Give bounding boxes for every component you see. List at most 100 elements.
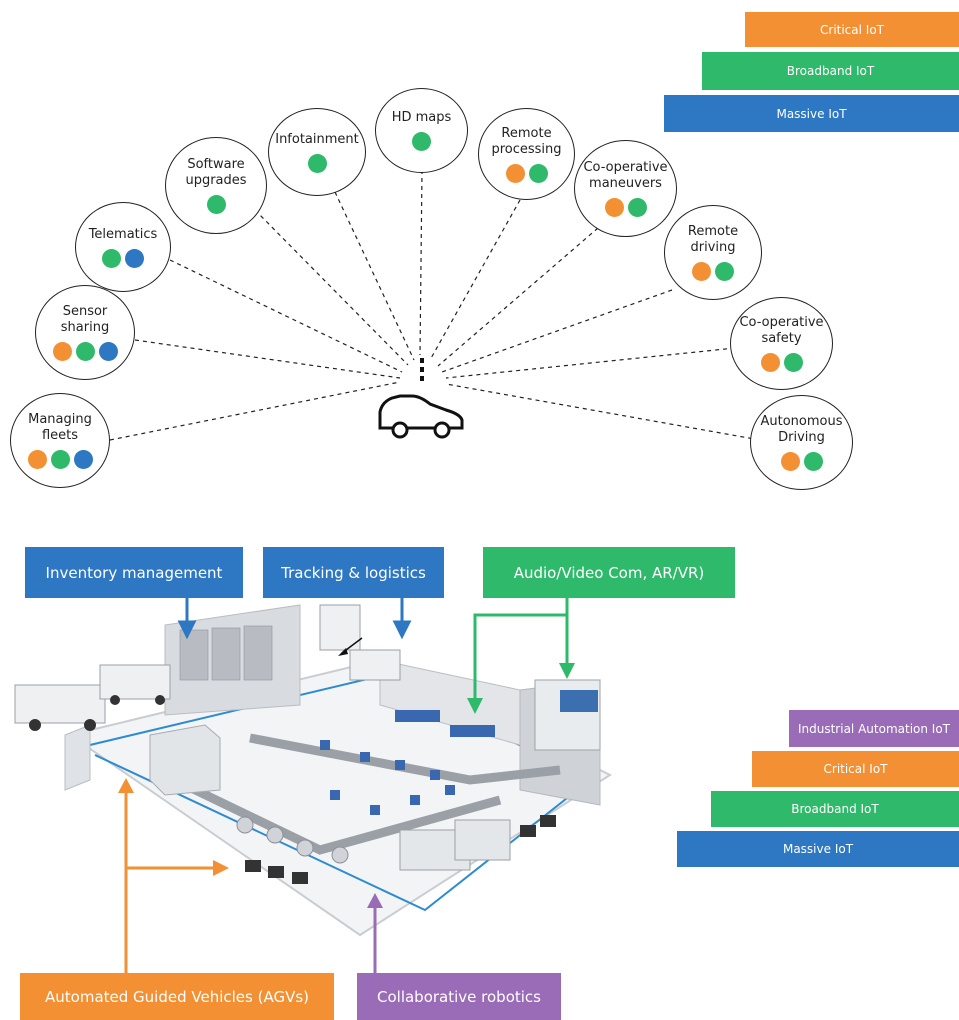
agv-vehicles [245, 815, 556, 884]
use-case-label: Remote processing [491, 125, 562, 157]
truck-back [319, 604, 401, 681]
purple-arrowhead [367, 893, 383, 908]
iot-indicators [52, 342, 118, 361]
truck-middle [99, 664, 171, 705]
broadband-iot-dot [715, 262, 734, 281]
conveyor-lower [183, 780, 502, 855]
green-arrowhead-right [559, 663, 575, 679]
use-case-label: Software upgrades [185, 157, 247, 188]
green-arrows [473, 598, 569, 700]
broadband-iot-dot [783, 353, 803, 372]
broadband-iot-dot [803, 452, 823, 471]
use-case-remote-driving: Remote driving [664, 205, 762, 300]
line-managing-fleets [109, 381, 401, 441]
iot-indicators [27, 450, 93, 469]
critical-iot-dot [604, 198, 624, 217]
small-building [149, 724, 221, 796]
orange-arrowhead-right [213, 860, 229, 876]
use-case-label: Telematics [88, 226, 158, 242]
line-autonomous-driving [445, 383, 761, 441]
line-cooperative-safety [445, 347, 736, 379]
callout-tracking-logistics: Tracking & logistics [263, 547, 444, 598]
pointer-arrow-head [338, 648, 348, 656]
control-screen [560, 690, 598, 712]
use-case-label: Infotainment [275, 131, 359, 147]
use-case-infotainment: Infotainment [268, 108, 366, 196]
use-case-label: HD maps [391, 110, 452, 125]
use-case-label: Co-operative safety [739, 315, 824, 346]
green-arrowhead-left [467, 698, 483, 714]
callout-agv: Automated Guided Vehicles (AGVs) [20, 973, 334, 1020]
line-hd-maps [419, 169, 423, 356]
use-case-cooperative-maneuvers: Co-operative maneuvers [574, 140, 677, 237]
broadband-iot-dot [627, 198, 647, 217]
blue-shelving [395, 710, 495, 737]
use-case-label: Autonomous Driving [760, 414, 843, 445]
use-case-label: Managing fleets [28, 412, 92, 443]
massive-iot-dot [98, 342, 118, 361]
line-cooperative-maneuvers [437, 227, 599, 367]
orange-arrows [124, 790, 215, 973]
use-case-label: Remote driving [687, 224, 739, 255]
iot-indicators [604, 198, 647, 217]
broadband-iot-dot [50, 450, 70, 469]
truck-left [14, 684, 106, 731]
critical-iot-dot [505, 163, 525, 183]
use-case-hd-maps: HD maps [375, 88, 468, 173]
line-remote-processing [429, 199, 521, 361]
broadband-iot-dot [528, 163, 548, 183]
critical-iot-dot [780, 452, 800, 471]
broadband-iot-dot [102, 248, 121, 268]
callout-inventory-management: Inventory management [25, 547, 243, 598]
use-case-label: Co-operative maneuvers [583, 160, 668, 191]
blue-arrows [177, 598, 412, 640]
legend-critical-iot-bottom: Critical IoT [752, 751, 959, 787]
bins [320, 740, 455, 815]
iot-indicators [505, 163, 548, 183]
critical-iot-dot [52, 342, 72, 361]
use-case-telematics: Telematics [75, 202, 171, 292]
robot-arms [236, 816, 349, 864]
broadband-iot-dot [412, 132, 431, 151]
critical-iot-dot [760, 353, 780, 372]
line-telematics [169, 259, 403, 373]
massive-iot-dot [73, 450, 93, 469]
massive-iot-dot [125, 248, 144, 268]
iot-indicators [307, 153, 327, 173]
critical-iot-dot [27, 450, 47, 469]
legend-broadband-iot-bottom: Broadband IoT [711, 791, 959, 827]
line-remote-driving [441, 289, 673, 373]
car-icon [378, 394, 464, 439]
use-case-autonomous-driving: Autonomous Driving [750, 395, 853, 490]
orange-arrowhead-up [118, 778, 134, 793]
use-case-cooperative-safety: Co-operative safety [730, 297, 833, 390]
connector-lines [109, 169, 761, 441]
legend-critical-iot: Critical IoT [745, 12, 959, 47]
left-wall [64, 724, 91, 791]
legend-massive-iot-bottom: Massive IoT [677, 831, 959, 867]
use-case-sensor-sharing: Sensor sharing [35, 285, 135, 380]
iot-indicators [692, 262, 734, 281]
broadband-iot-dot [307, 153, 327, 173]
line-infotainment [334, 191, 415, 361]
iot-indicators [760, 353, 803, 372]
iot-indicators [102, 248, 144, 268]
vertical-dots-icon [420, 358, 424, 381]
iot-indicators [412, 132, 431, 151]
iot-indicators [780, 452, 823, 471]
iot-indicators [206, 195, 226, 214]
callout-audio-video: Audio/Video Com, AR/VR) [483, 547, 735, 598]
callout-collaborative-robotics: Collaborative robotics [357, 973, 561, 1020]
storage-racks [179, 625, 273, 681]
use-case-remote-processing: Remote processing [478, 108, 575, 200]
use-case-managing-fleets: Managing fleets [10, 393, 110, 488]
legend-broadband-iot: Broadband IoT [702, 52, 959, 90]
legend-massive-iot: Massive IoT [664, 95, 959, 132]
conveyor-upper [249, 733, 561, 785]
use-case-label: Sensor sharing [60, 304, 110, 335]
broadband-iot-dot [206, 195, 226, 214]
workbenches [399, 819, 511, 871]
use-case-software-upgrades: Software upgrades [165, 137, 267, 234]
